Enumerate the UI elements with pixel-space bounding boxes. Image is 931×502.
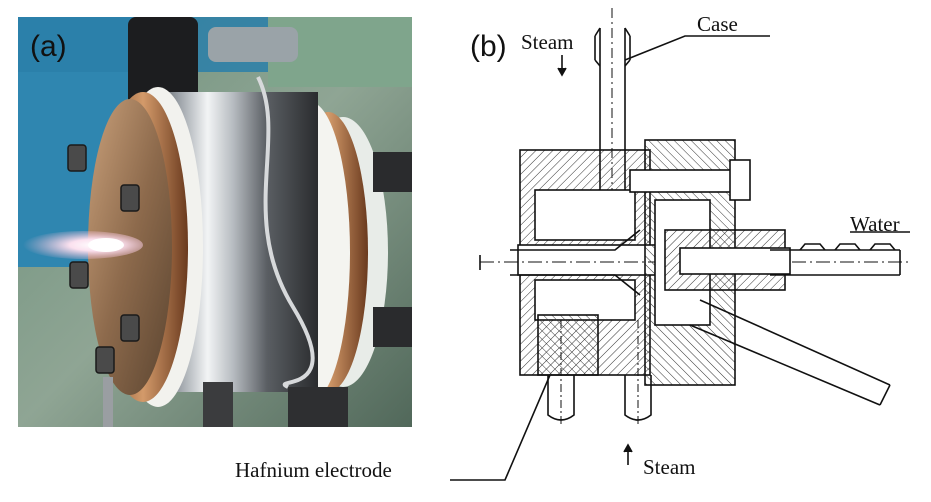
cross-section-diagram <box>440 0 931 497</box>
steam-outlet-ports <box>547 375 652 421</box>
hafnium-electrode-callout: Hafnium electrode <box>235 458 392 482</box>
panel-a-label: (a) <box>30 30 67 63</box>
case-callout: Case <box>697 12 738 36</box>
torch-photo <box>18 17 412 427</box>
steam-bottom-callout: Steam <box>643 455 696 479</box>
panel-b-label: (b) <box>470 30 507 63</box>
water-callout: Water <box>850 212 900 236</box>
steam-top-callout: Steam <box>521 30 574 54</box>
